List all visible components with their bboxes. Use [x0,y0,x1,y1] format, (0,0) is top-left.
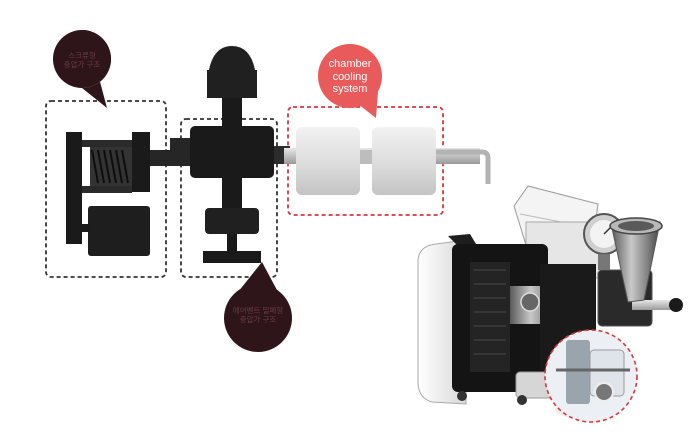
screw-feed-callout-text: 스크류형 충압가 구조 [54,51,110,69]
vent-callout-text: 에어벤트 밀폐형 충압가 구조 [226,306,290,324]
screw-feed-callout-line-2: 충압가 구조 [63,59,101,69]
screw-section-outline [45,100,167,278]
vent-callout-line-1: 에어벤트 밀폐형 [232,306,284,315]
chamber-cooling-callout-line-2: cooling [332,70,368,83]
chamber-cooling-callout-text: chamber cooling system [320,58,380,96]
vent-block-mechanism [170,46,290,263]
detail-inset [544,329,638,423]
screw-feed-callout-line-1: 스크류형 [68,51,96,60]
chamber-cooling-callout-line-3: system [332,83,368,96]
vent-callout [224,262,292,352]
cooling-chamber [284,127,491,195]
screw-feed-callout [53,30,111,108]
vent-callout-line-2: 충압가 구조 [239,314,277,324]
chamber-cooling-callout-line-1: chamber [328,58,372,70]
screw-feed-mechanism [66,132,190,256]
chamber-cooling-callout [318,44,382,118]
